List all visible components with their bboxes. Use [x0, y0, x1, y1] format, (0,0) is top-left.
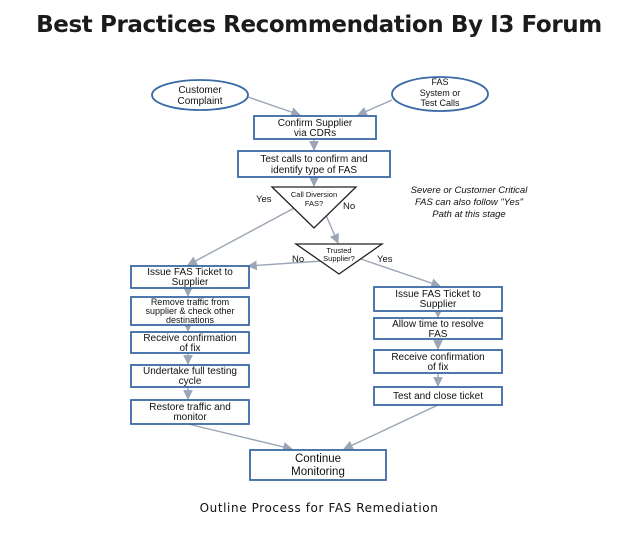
- test-calls-line-2: identify type of FAS: [271, 165, 357, 176]
- box-continue-monitoring: Continue Monitoring: [249, 449, 387, 481]
- diversion-yes-label: Yes: [256, 194, 272, 205]
- box-test-calls: Test calls to confirm and identify type …: [237, 150, 391, 178]
- connector-trusted-no: [247, 260, 323, 271]
- call-diversion-line-1: Call Diversion: [291, 190, 337, 199]
- test-close-ticket-line-1: Test and close ticket: [393, 391, 483, 402]
- connector-right-to-monitoring: [343, 404, 439, 450]
- box-undertake-testing: Undertake full testing cycle: [130, 364, 250, 388]
- customer-complaint-line-2: Complaint: [177, 96, 222, 107]
- box-shape: [130, 331, 250, 354]
- customer-complaint-line-1: Customer: [178, 85, 222, 96]
- connector-complaint-to-confirm: [247, 96, 301, 117]
- right-issue-ticket-line-2: Supplier: [420, 299, 457, 310]
- restore-traffic-line-2: monitor: [173, 412, 207, 423]
- connector-fas-to-confirm: [357, 99, 393, 116]
- box-shape: [253, 115, 377, 140]
- box-left-issue-ticket: Issue FAS Ticket to Supplier: [130, 265, 250, 289]
- remove-traffic-line-3: destinations: [166, 315, 215, 325]
- box-shape: [130, 399, 250, 425]
- left-issue-ticket-line-2: Supplier: [172, 277, 209, 288]
- start-ellipse-shape: [151, 79, 249, 111]
- box-remove-traffic: Remove traffic from supplier & check oth…: [130, 296, 250, 326]
- box-allow-time: Allow time to resolve FAS: [373, 317, 503, 340]
- trusted-no-label: No: [292, 254, 304, 265]
- connector-left-to-monitoring: [187, 423, 293, 452]
- trusted-supplier-line-1: Trusted: [326, 246, 351, 255]
- decision-triangle-shape: [270, 186, 358, 229]
- trusted-yes-label: Yes: [377, 254, 393, 265]
- box-left-receive-confirmation: Receive confirmation of fix: [130, 331, 250, 354]
- connector-trusted-yes: [351, 255, 441, 288]
- right-issue-ticket-line-1: Issue FAS Ticket to: [395, 289, 481, 300]
- box-shape: [130, 296, 250, 326]
- note-line-3: Path at this stage: [432, 209, 505, 220]
- start-fas-system: FAS System or Test Calls: [391, 76, 489, 112]
- note-line-1: Severe or Customer Critical: [411, 185, 529, 196]
- decision-call-diversion: Call Diversion FAS?: [270, 186, 358, 229]
- box-right-receive-confirmation: Receive confirmation of fix: [373, 349, 503, 374]
- decision-triangle-shape: [293, 243, 385, 275]
- box-shape: [237, 150, 391, 178]
- box-test-close-ticket: Test and close ticket: [373, 386, 503, 406]
- remove-traffic-line-1: Remove traffic from: [151, 297, 229, 307]
- box-shape: [249, 449, 387, 481]
- call-diversion-line-2: FAS?: [305, 199, 323, 208]
- remove-traffic-line-2: supplier & check other: [145, 306, 234, 316]
- restore-traffic-line-1: Restore traffic and: [149, 402, 231, 413]
- undertake-testing-line-2: cycle: [179, 376, 202, 387]
- confirm-supplier-line-1: Confirm Supplier: [278, 118, 353, 129]
- continue-monitoring-line-2: Monitoring: [291, 466, 345, 478]
- fas-system-line-3: Test Calls: [420, 98, 460, 108]
- diversion-no-label: No: [343, 201, 355, 212]
- test-calls-line-1: Test calls to confirm and: [260, 154, 367, 165]
- allow-time-line-1: Allow time to resolve: [392, 319, 484, 330]
- severity-note: Severe or Customer Critical FAS can also…: [411, 185, 529, 220]
- box-shape: [373, 286, 503, 312]
- decision-trusted-supplier: Trusted Supplier?: [293, 243, 385, 275]
- fas-system-line-2: System or: [420, 88, 461, 98]
- box-confirm-supplier: Confirm Supplier via CDRs: [253, 115, 377, 140]
- box-shape: [373, 386, 503, 406]
- start-customer-complaint: Customer Complaint: [151, 79, 249, 111]
- left-receive-confirmation-line-2: of fix: [179, 343, 200, 354]
- right-receive-confirmation-line-2: of fix: [427, 362, 448, 373]
- undertake-testing-line-1: Undertake full testing: [143, 366, 237, 377]
- start-ellipse-shape: [391, 76, 489, 112]
- page-title: Best Practices Recommendation By I3 Foru…: [36, 12, 602, 38]
- left-receive-confirmation-line-1: Receive confirmation: [143, 333, 236, 344]
- connector-diversion-yes: [187, 205, 299, 266]
- connector-group: [183, 96, 443, 452]
- fas-system-line-1: FAS: [431, 77, 448, 87]
- box-shape: [130, 364, 250, 388]
- right-receive-confirmation-line-1: Receive confirmation: [391, 352, 484, 363]
- confirm-supplier-line-2: via CDRs: [294, 128, 336, 139]
- note-line-2: FAS can also follow "Yes": [415, 197, 524, 208]
- allow-time-line-2: FAS: [429, 329, 448, 340]
- trusted-supplier-line-2: Supplier?: [323, 254, 355, 263]
- box-shape: [373, 317, 503, 340]
- figure-caption: Outline Process for FAS Remediation: [199, 501, 439, 515]
- box-shape: [130, 265, 250, 289]
- box-shape: [373, 349, 503, 374]
- box-restore-traffic: Restore traffic and monitor: [130, 399, 250, 425]
- left-issue-ticket-line-1: Issue FAS Ticket to: [147, 267, 233, 278]
- continue-monitoring-line-1: Continue: [295, 453, 341, 465]
- box-right-issue-ticket: Issue FAS Ticket to Supplier: [373, 286, 503, 312]
